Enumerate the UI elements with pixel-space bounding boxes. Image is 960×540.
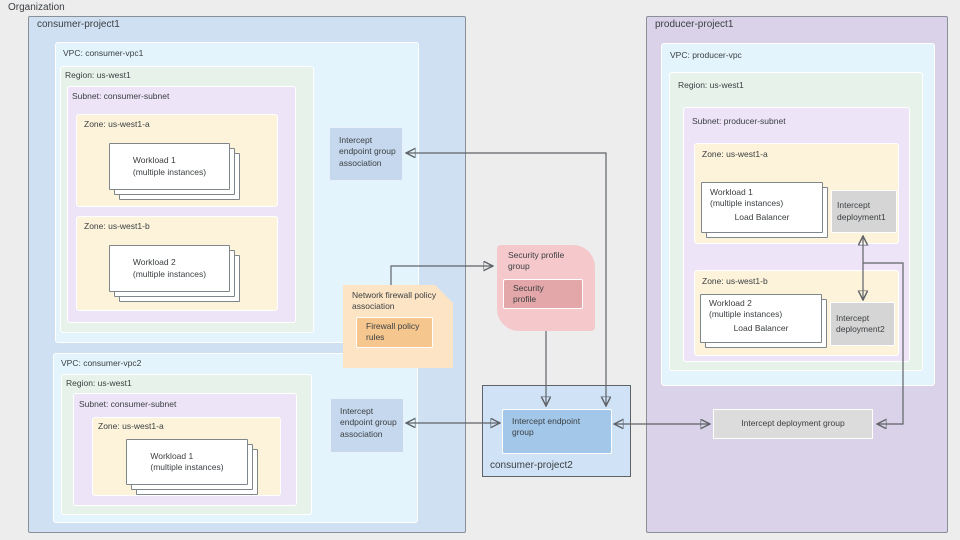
- organization-label: Organization: [8, 2, 65, 13]
- consumer-vpc1-subnet-label: Subnet: consumer-subnet: [72, 91, 170, 101]
- producer-vpc-label: VPC: producer-vpc: [670, 50, 742, 60]
- intercept-deployment1-label: Intercept deployment1: [837, 200, 886, 222]
- producer-zone-a-label: Zone: us-west1-a: [702, 149, 768, 159]
- intercept-deployment-group-label: Intercept deployment group: [741, 418, 845, 429]
- workload-1-label: Workload 1 (multiple instances): [132, 155, 207, 177]
- workload-1-label: Workload 1 (multiple instances): [150, 450, 224, 472]
- security-profile-group-box: Security profile group Security profile: [497, 245, 595, 331]
- consumer-project2-title: consumer-project2: [490, 460, 573, 471]
- network-firewall-policy-association-label: Network firewall policy association: [352, 290, 437, 312]
- workload-2-label: Workload 2 (multiple instances): [709, 298, 783, 320]
- consumer-project1-title: consumer-project1: [37, 19, 120, 30]
- intercept-endpoint-group-label: Intercept endpoint group: [512, 416, 581, 438]
- intercept-endpoint-group-box: Intercept endpoint group: [502, 409, 612, 454]
- consumer-vpc2-subnet-label: Subnet: consumer-subnet: [79, 399, 177, 409]
- producer-region-label: Region: us-west1: [678, 80, 744, 90]
- intercept-deployment1-box: Intercept deployment1: [831, 190, 897, 233]
- producer-workload-1-box: Workload 1 (multiple instances) Load Bal…: [701, 182, 823, 233]
- association-1-label: Intercept endpoint group association: [339, 135, 396, 168]
- firewall-policy-rules-box: Firewall policy rules: [356, 317, 433, 348]
- consumer-vpc2-workload-1-box: Workload 1 (multiple instances): [126, 439, 248, 485]
- consumer-vpc1-workload-1-box: Workload 1 (multiple instances): [109, 143, 230, 190]
- intercept-endpoint-group-association-2-box: Intercept endpoint group association: [330, 398, 404, 453]
- workload-2-label: Workload 2 (multiple instances): [132, 257, 207, 279]
- load-balancer-1-label: Load Balancer: [734, 211, 790, 222]
- consumer-vpc1-zone-b-label: Zone: us-west1-b: [84, 221, 150, 231]
- network-firewall-policy-association-box: Network firewall policy association Fire…: [343, 285, 453, 368]
- consumer-vpc1-region-label: Region: us-west1: [65, 70, 131, 80]
- security-profile-label: Security profile: [513, 283, 544, 305]
- workload-1-label: Workload 1 (multiple instances): [710, 187, 784, 209]
- producer-zone-b-label: Zone: us-west1-b: [702, 276, 768, 286]
- consumer-vpc1-workload-2-box: Workload 2 (multiple instances): [109, 245, 230, 292]
- intercept-deployment2-box: Intercept deployment2: [830, 302, 895, 346]
- consumer-vpc2-zone-a-label: Zone: us-west1-a: [98, 421, 164, 431]
- consumer-project2-box: Intercept endpoint group consumer-projec…: [482, 385, 631, 477]
- load-balancer-2-label: Load Balancer: [733, 322, 789, 333]
- association-2-label: Intercept endpoint group association: [340, 406, 397, 439]
- firewall-policy-rules-label: Firewall policy rules: [366, 321, 420, 343]
- intercept-deployment2-label: Intercept deployment2: [836, 312, 885, 334]
- consumer-vpc1-zone-a-label: Zone: us-west1-a: [84, 119, 150, 129]
- consumer-vpc1-label: VPC: consumer-vpc1: [63, 48, 144, 58]
- security-profile-box: Security profile: [503, 279, 583, 309]
- producer-project1-title: producer-project1: [655, 19, 734, 30]
- intercept-deployment-group-box: Intercept deployment group: [713, 409, 873, 439]
- producer-subnet-label: Subnet: producer-subnet: [692, 116, 786, 126]
- security-profile-group-label: Security profile group: [508, 250, 565, 272]
- consumer-vpc2-region-label: Region: us-west1: [66, 378, 132, 388]
- intercept-endpoint-group-association-1-box: Intercept endpoint group association: [329, 127, 403, 181]
- producer-workload-2-box: Workload 2 (multiple instances) Load Bal…: [700, 294, 822, 343]
- consumer-vpc2-label: VPC: consumer-vpc2: [61, 358, 142, 368]
